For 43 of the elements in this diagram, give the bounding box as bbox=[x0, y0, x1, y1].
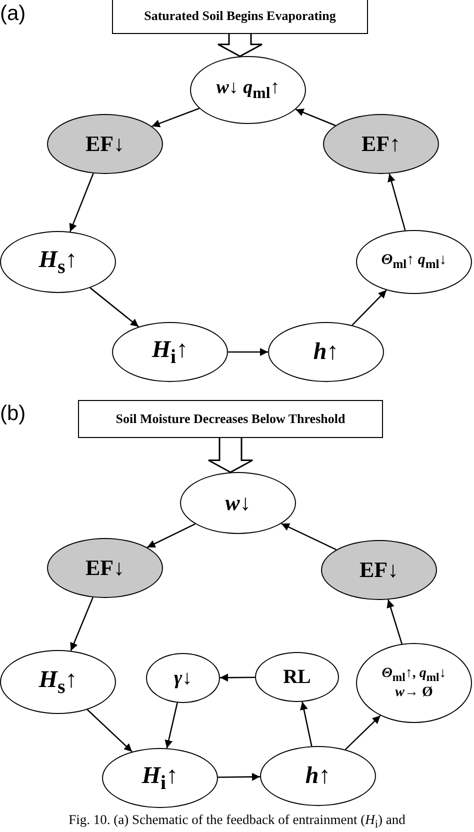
arrow bbox=[281, 523, 337, 550]
node-label: RL bbox=[283, 666, 311, 688]
node-label: h↑ bbox=[305, 762, 331, 790]
figure-caption: Fig. 10. (a) Schematic of the feedback of entrainment (H$_{i}$) and bbox=[68, 812, 406, 831]
arrow bbox=[146, 523, 196, 548]
panel-label: (b) bbox=[0, 402, 26, 426]
arrow bbox=[228, 348, 268, 356]
node-label: γ↓ bbox=[174, 667, 192, 689]
arrow bbox=[220, 674, 255, 682]
arrow bbox=[352, 290, 387, 326]
arrow bbox=[69, 173, 94, 232]
arrow bbox=[86, 709, 133, 752]
block-arrow bbox=[208, 437, 254, 474]
arrow bbox=[295, 108, 336, 126]
arrow bbox=[218, 772, 260, 781]
node-label: Θ$_{ml}$↑, q$_{ml}$↓ bbox=[382, 666, 446, 685]
arrow bbox=[388, 174, 406, 231]
process-box bbox=[78, 400, 383, 438]
panel-label: (a) bbox=[0, 2, 26, 26]
arrow bbox=[90, 287, 140, 328]
arrow bbox=[152, 108, 200, 128]
node-label: Soil Moisture Decreases Below Threshold bbox=[116, 412, 346, 426]
node-label: H$_{i}$↑ bbox=[152, 336, 188, 368]
arrow bbox=[164, 702, 178, 748]
node-label: Saturated Soil Begins Evaporating bbox=[144, 8, 336, 24]
arrow bbox=[344, 715, 381, 750]
node-label: Θ$_{ml}$↑ q$_{ml}$↓ bbox=[381, 252, 447, 272]
node-label: H$_{s}$↑ bbox=[38, 666, 78, 698]
arrow bbox=[386, 599, 402, 644]
node-label: EF↑ bbox=[361, 132, 401, 156]
node-label: w→ Ø bbox=[395, 684, 433, 700]
process-box bbox=[112, 0, 368, 34]
node-label: EF↓ bbox=[359, 558, 399, 582]
arrow bbox=[300, 702, 312, 746]
node-label: w↓ bbox=[225, 490, 251, 516]
arrow bbox=[70, 597, 94, 652]
node-label: EF↓ bbox=[85, 132, 125, 156]
node-label: H$_{s}$↑ bbox=[38, 246, 78, 278]
node-label: EF↓ bbox=[85, 556, 125, 580]
node-label: H$_{i}$↑ bbox=[142, 762, 178, 794]
node-label: w↓ q$_{ml}$↑ bbox=[216, 78, 280, 102]
node-label: h↑ bbox=[313, 338, 339, 366]
block-arrow bbox=[217, 33, 263, 58]
